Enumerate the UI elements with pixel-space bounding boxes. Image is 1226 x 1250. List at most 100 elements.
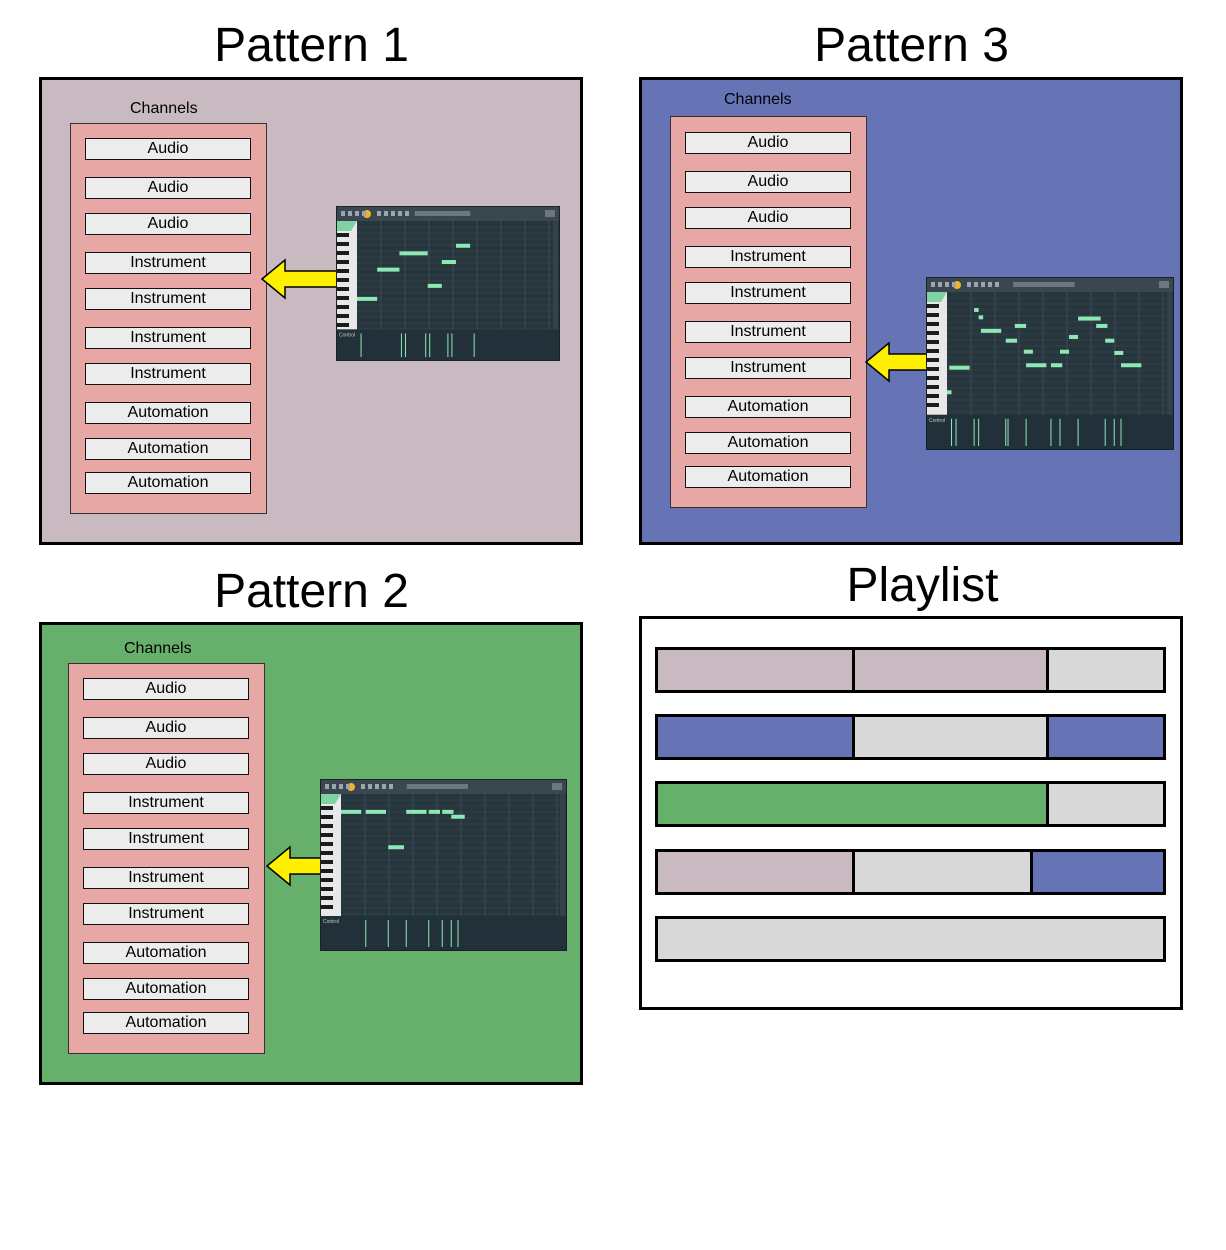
black-key: [321, 833, 333, 837]
channel-automation-button[interactable]: Automation: [83, 942, 249, 964]
black-key: [337, 242, 349, 246]
channel-instrument-button[interactable]: Instrument: [85, 288, 251, 310]
toolbar-title: [406, 784, 468, 789]
close-icon: [1159, 281, 1169, 288]
pattern-1-piano-roll[interactable]: Control: [336, 206, 560, 361]
channel-instrument-button[interactable]: Instrument: [685, 321, 851, 343]
channel-automation-button[interactable]: Automation: [83, 978, 249, 1000]
playlist-clip-pattern1[interactable]: [852, 650, 1046, 690]
playlist-clip-pattern1[interactable]: [658, 650, 852, 690]
playlist-track[interactable]: [655, 849, 1166, 895]
channel-instrument-button[interactable]: Instrument: [83, 867, 249, 889]
note: [442, 809, 454, 814]
playlist-clip-pattern3[interactable]: [658, 717, 852, 757]
channel-audio-button[interactable]: Audio: [685, 132, 851, 154]
pattern-3-arrow: [864, 341, 928, 383]
note: [1050, 363, 1063, 368]
channel-audio-button[interactable]: Audio: [83, 717, 249, 739]
black-key: [927, 322, 939, 326]
channel-instrument-button[interactable]: Instrument: [685, 246, 851, 268]
playlist-track[interactable]: [655, 916, 1166, 962]
note: [455, 243, 471, 248]
channel-instrument-button[interactable]: Instrument: [85, 252, 251, 274]
close-icon: [552, 783, 562, 790]
note: [341, 809, 362, 814]
channel-audio-button[interactable]: Audio: [83, 753, 249, 775]
toolbar-icon: [346, 784, 350, 789]
keyboard-tab: [337, 221, 357, 231]
playlist-clip-pattern3[interactable]: [1030, 852, 1163, 892]
toolbar-icon: [325, 784, 329, 789]
playlist-track[interactable]: [655, 781, 1166, 827]
note: [441, 260, 456, 265]
toolbar-icon: [967, 282, 971, 287]
channel-automation-button[interactable]: Automation: [85, 472, 251, 494]
playlist-clip-pattern2[interactable]: [658, 784, 1046, 824]
controls-label: Control: [323, 919, 339, 925]
playlist-clip-empty[interactable]: [658, 919, 1163, 959]
note: [1105, 338, 1115, 343]
playlist-track[interactable]: [655, 647, 1166, 693]
channel-instrument-button[interactable]: Instrument: [685, 282, 851, 304]
pattern-3-piano-roll[interactable]: Control: [926, 277, 1174, 450]
playlist-clip-empty[interactable]: [1046, 650, 1163, 690]
channel-instrument-button[interactable]: Instrument: [83, 792, 249, 814]
toolbar-icon: [988, 282, 992, 287]
note: [1005, 338, 1018, 343]
playlist-clip-empty[interactable]: [1046, 784, 1163, 824]
channel-automation-button[interactable]: Automation: [685, 466, 851, 488]
scrollbar: [560, 794, 565, 916]
toolbar-title: [414, 211, 471, 216]
black-key: [337, 296, 349, 300]
black-key: [321, 806, 333, 810]
black-key: [337, 251, 349, 255]
scrollbar: [1167, 292, 1172, 415]
toolbar-icon: [938, 282, 942, 287]
toolbar-icon: [398, 211, 402, 216]
channel-audio-button[interactable]: Audio: [85, 213, 251, 235]
channel-audio-button[interactable]: Audio: [85, 177, 251, 199]
note: [1014, 323, 1027, 328]
toolbar-icon: [362, 211, 366, 216]
note: [365, 809, 386, 814]
black-key: [337, 314, 349, 318]
channel-automation-button[interactable]: Automation: [685, 432, 851, 454]
playlist-clip-pattern3[interactable]: [1046, 717, 1163, 757]
channel-automation-button[interactable]: Automation: [85, 402, 251, 424]
note: [1026, 363, 1047, 368]
channel-instrument-button[interactable]: Instrument: [85, 327, 251, 349]
note: [377, 267, 400, 272]
toolbar-title: [1013, 282, 1075, 287]
keyboard-tab: [927, 292, 947, 302]
note: [1121, 363, 1142, 368]
channel-audio-button[interactable]: Audio: [85, 138, 251, 160]
note: [974, 307, 979, 312]
note: [451, 814, 465, 819]
channel-automation-button[interactable]: Automation: [685, 396, 851, 418]
channel-audio-button[interactable]: Audio: [83, 678, 249, 700]
playlist-clip-pattern1[interactable]: [658, 852, 852, 892]
pattern-2-title: Pattern 2: [214, 565, 409, 618]
pattern-2-piano-roll[interactable]: Control: [320, 779, 567, 951]
black-key: [927, 376, 939, 380]
black-key: [337, 260, 349, 264]
playlist-clip-empty[interactable]: [852, 717, 1046, 757]
toolbar-icon: [382, 784, 386, 789]
controls-label: Control: [339, 332, 355, 338]
black-key: [927, 385, 939, 389]
note: [1114, 350, 1124, 355]
channel-audio-button[interactable]: Audio: [685, 207, 851, 229]
toolbar-icon: [952, 282, 956, 287]
playlist-clip-empty[interactable]: [852, 852, 1030, 892]
toolbar-icon: [348, 211, 352, 216]
channel-automation-button[interactable]: Automation: [85, 438, 251, 460]
black-key: [321, 824, 333, 828]
channel-instrument-button[interactable]: Instrument: [685, 357, 851, 379]
channel-instrument-button[interactable]: Instrument: [83, 828, 249, 850]
channel-instrument-button[interactable]: Instrument: [83, 903, 249, 925]
channel-audio-button[interactable]: Audio: [685, 171, 851, 193]
channel-automation-button[interactable]: Automation: [83, 1012, 249, 1034]
playlist-track[interactable]: [655, 714, 1166, 760]
toolbar-icon: [384, 211, 388, 216]
channel-instrument-button[interactable]: Instrument: [85, 363, 251, 385]
